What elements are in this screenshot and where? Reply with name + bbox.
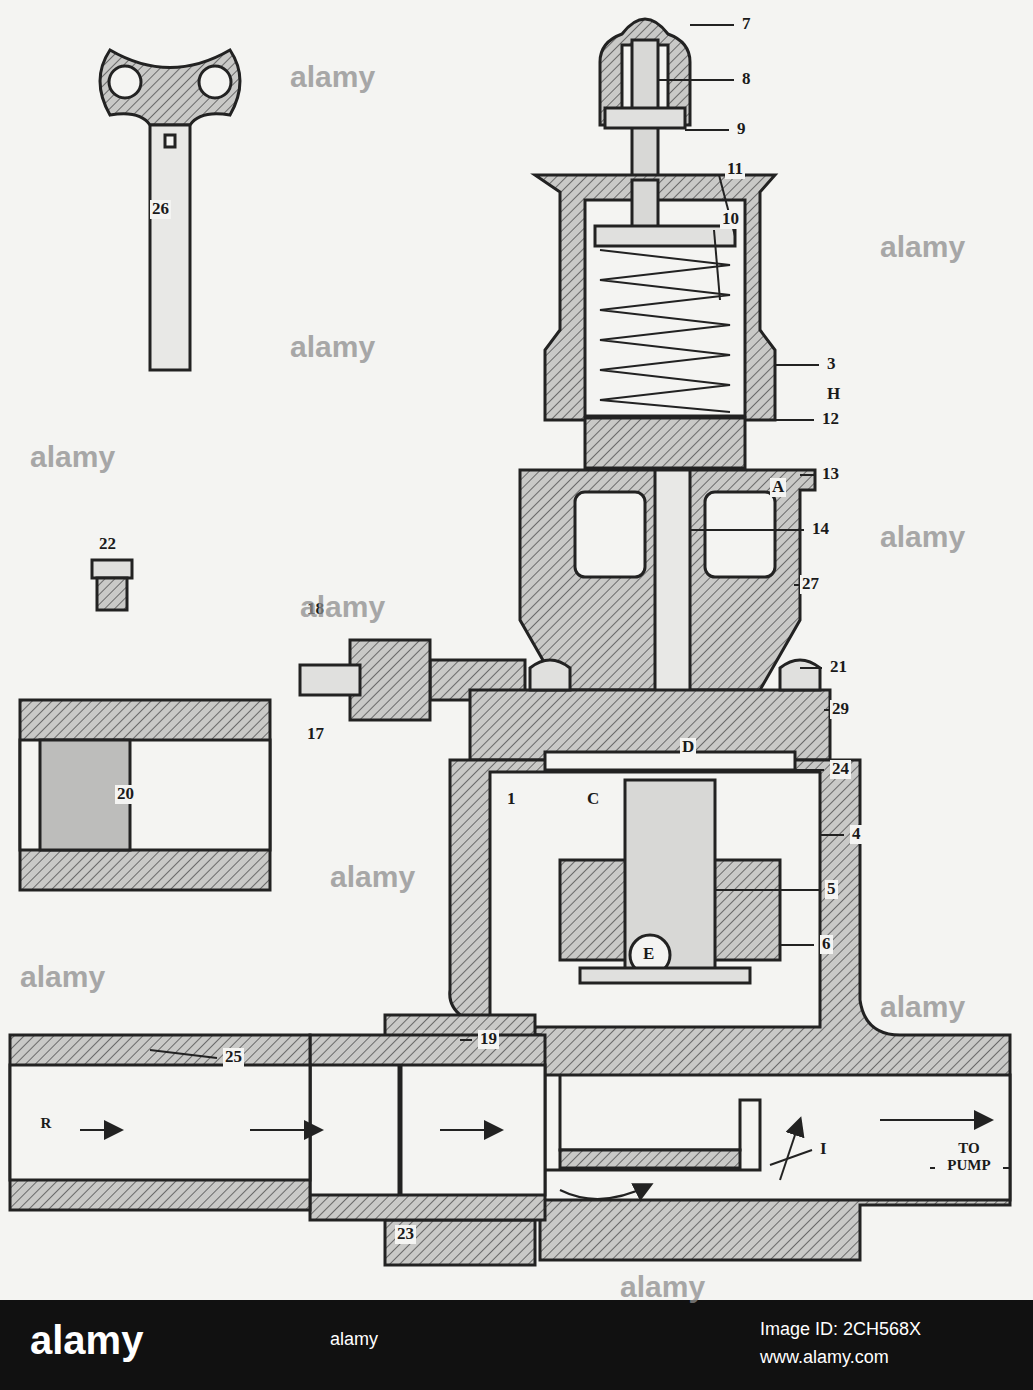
callout-number: 9 <box>735 120 748 139</box>
watermark: alamy <box>30 440 115 473</box>
callout-number: I <box>818 1140 829 1159</box>
image-id: www.alamy.com <box>760 1348 889 1368</box>
callout-number: C <box>585 790 601 809</box>
callout-number: 26 <box>150 200 171 219</box>
image-id: Image ID: 2CH568X <box>760 1320 921 1340</box>
callout-number: 22 <box>97 535 118 554</box>
callout-number: E <box>641 945 656 964</box>
callout-number: 19 <box>478 1030 499 1049</box>
callout-number: 7 <box>740 15 753 34</box>
watermark: alamy <box>300 590 385 623</box>
watermark: alamy <box>880 230 965 263</box>
callout-number: 11 <box>725 160 745 179</box>
callout-number: 4 <box>850 825 863 844</box>
callout-number: 20 <box>115 785 136 804</box>
flow-label: R <box>12 1115 80 1132</box>
watermark: alamy <box>290 330 375 363</box>
callout-number: 17 <box>305 725 326 744</box>
callout-number: A <box>770 478 786 497</box>
callout-number: 14 <box>810 520 831 539</box>
callout-number: 27 <box>800 575 821 594</box>
callout-number: 6 <box>820 935 833 954</box>
callout-number: 23 <box>395 1225 416 1244</box>
callout-number: D <box>680 738 696 757</box>
callout-number: 25 <box>223 1048 244 1067</box>
flow-label: TO PUMP <box>935 1140 1003 1173</box>
callout-number: H <box>825 385 842 404</box>
callout-number: 5 <box>825 880 838 899</box>
callout-number: 10 <box>720 210 741 229</box>
callout-number: 29 <box>830 700 851 719</box>
callout-number: 12 <box>820 410 841 429</box>
watermark: alamy <box>330 860 415 893</box>
callout-number: 21 <box>828 658 849 677</box>
callout-number: 3 <box>825 355 838 374</box>
callout-number: 8 <box>740 70 753 89</box>
watermark: alamy <box>20 960 105 993</box>
brand-logo: alamy <box>30 1318 143 1362</box>
image-id: alamy <box>330 1330 378 1350</box>
callout-number: 24 <box>830 760 851 779</box>
callout-number: 13 <box>820 465 841 484</box>
watermark: alamy <box>620 1270 705 1303</box>
watermark: alamy <box>290 60 375 93</box>
callout-number: 1 <box>505 790 518 809</box>
watermark: alamy <box>880 990 965 1023</box>
watermark: alamy <box>880 520 965 553</box>
